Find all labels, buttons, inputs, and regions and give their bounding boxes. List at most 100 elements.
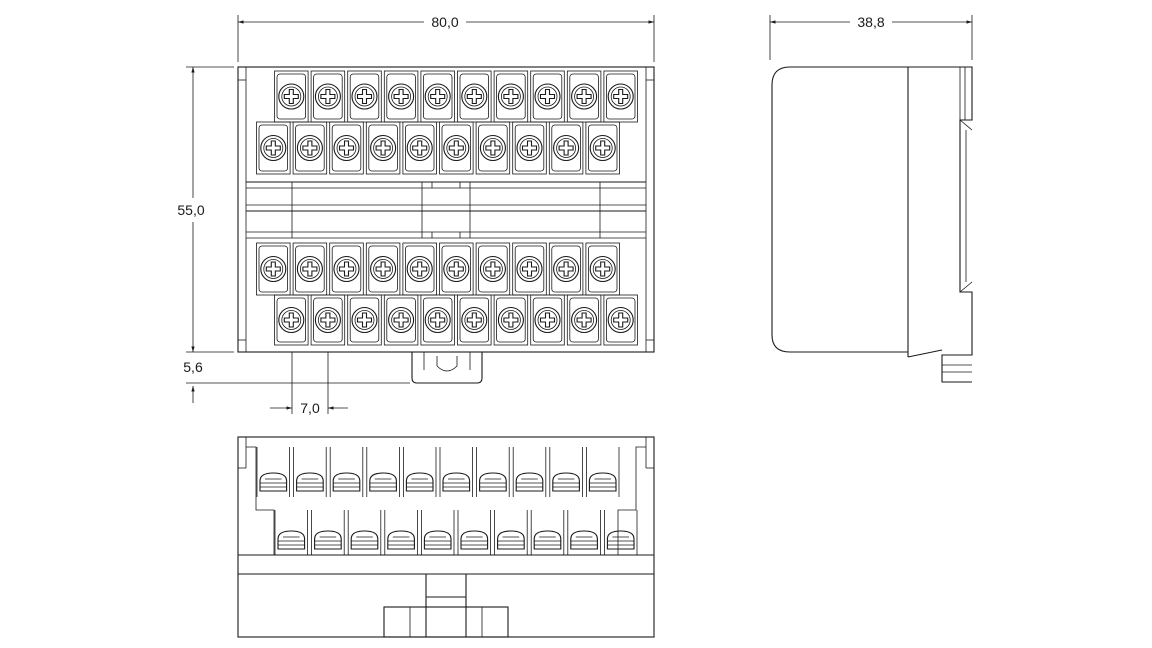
- terminal-clamp: [293, 447, 327, 497]
- terminal: [530, 294, 565, 346]
- phillips-screw-icon: [497, 83, 524, 110]
- phillips-screw-icon: [296, 255, 323, 283]
- side-view: [771, 66, 973, 383]
- phillips-screw-icon: [333, 255, 360, 283]
- phillips-screw-icon: [443, 255, 470, 283]
- terminal: [347, 70, 382, 123]
- terminal-row: [274, 70, 638, 123]
- terminal-row: [256, 242, 620, 296]
- terminal: [329, 121, 364, 175]
- phillips-screw-icon: [296, 134, 323, 162]
- terminal: [475, 242, 511, 296]
- phillips-screw-icon: [424, 83, 451, 110]
- terminal: [457, 70, 492, 123]
- terminal-rows: [256, 70, 638, 346]
- terminal-clamp: [604, 510, 638, 555]
- phillips-screw-icon: [461, 306, 488, 334]
- terminal-clamp: [256, 447, 291, 497]
- dimension-height: 55,0: [177, 66, 234, 353]
- phillips-screw-icon: [516, 255, 543, 283]
- terminal-clamp: [567, 510, 601, 555]
- terminal: [256, 242, 291, 296]
- terminal-row: [274, 294, 638, 346]
- terminal-clamp: [530, 510, 565, 555]
- terminal-clamp: [384, 510, 418, 555]
- terminal: [603, 70, 638, 123]
- phillips-screw-icon: [443, 134, 470, 162]
- terminal: [365, 121, 401, 175]
- phillips-screw-icon: [314, 83, 341, 110]
- terminal-clamp: [402, 447, 437, 497]
- terminal: [585, 121, 620, 175]
- phillips-screw-icon: [497, 306, 524, 334]
- terminal: [383, 294, 419, 346]
- dimension-rail-offset: 5,6: [183, 359, 410, 403]
- terminal-clamp: [274, 510, 309, 555]
- terminal: [475, 121, 511, 175]
- phillips-screw-icon: [388, 306, 415, 334]
- phillips-screw-icon: [370, 255, 397, 283]
- phillips-screw-icon: [553, 255, 580, 283]
- dimension-height-label: 55,0: [177, 202, 204, 218]
- dimension-rail-offset-label: 5,6: [183, 359, 203, 375]
- terminal-clamp: [311, 510, 345, 555]
- terminal-clamps: [256, 447, 638, 555]
- phillips-screw-icon: [607, 83, 634, 110]
- terminal-clamp: [586, 447, 620, 497]
- terminal: [585, 242, 620, 296]
- phillips-screw-icon: [388, 83, 415, 110]
- phillips-screw-icon: [589, 134, 616, 162]
- terminal: [292, 121, 328, 175]
- dimension-pitch-label: 7,0: [300, 400, 320, 416]
- terminal-row: [256, 121, 620, 175]
- phillips-screw-icon: [370, 134, 397, 162]
- terminal-clamp: [494, 510, 528, 555]
- terminal: [439, 121, 474, 175]
- phillips-screw-icon: [333, 134, 360, 162]
- terminal: [493, 70, 529, 123]
- terminal: [566, 294, 602, 346]
- terminal: [310, 70, 346, 123]
- terminal: [329, 242, 364, 296]
- terminal-clamp: [347, 510, 382, 555]
- terminal-clamp: [457, 510, 492, 555]
- phillips-screw-icon: [314, 306, 341, 334]
- terminal-clamp: [439, 447, 474, 497]
- phillips-screw-icon: [571, 306, 598, 334]
- terminal-clamp: [329, 447, 364, 497]
- dimension-pitch: 7,0: [270, 352, 348, 416]
- dimension-width-label: 80,0: [431, 14, 458, 30]
- terminal: [402, 121, 437, 175]
- terminal: [548, 121, 584, 175]
- phillips-screw-icon: [479, 134, 506, 162]
- phillips-screw-icon: [607, 306, 634, 334]
- terminal: [365, 242, 401, 296]
- front-view: [237, 66, 655, 384]
- terminal: [420, 294, 455, 346]
- terminal-clamp: [512, 447, 547, 497]
- terminal-clamp: [476, 447, 510, 497]
- terminal: [603, 294, 638, 346]
- terminal: [256, 121, 291, 175]
- phillips-screw-icon: [534, 83, 561, 110]
- terminal-clamp: [549, 447, 583, 497]
- terminal: [566, 70, 602, 123]
- terminal: [347, 294, 382, 346]
- phillips-screw-icon: [260, 255, 287, 283]
- phillips-screw-icon: [589, 255, 616, 283]
- terminal: [493, 294, 529, 346]
- phillips-screw-icon: [406, 255, 433, 283]
- terminal: [383, 70, 419, 123]
- terminal: [548, 242, 584, 296]
- terminal: [512, 242, 547, 296]
- bottom-view: [237, 436, 655, 638]
- phillips-screw-icon: [278, 306, 305, 334]
- phillips-screw-icon: [479, 255, 506, 283]
- phillips-screw-icon: [534, 306, 561, 334]
- phillips-screw-icon: [571, 83, 598, 110]
- terminal: [457, 294, 492, 346]
- terminal-clamp: [366, 447, 400, 497]
- dimension-depth-label: 38,8: [857, 14, 884, 30]
- terminal: [292, 242, 328, 296]
- terminal: [274, 294, 309, 346]
